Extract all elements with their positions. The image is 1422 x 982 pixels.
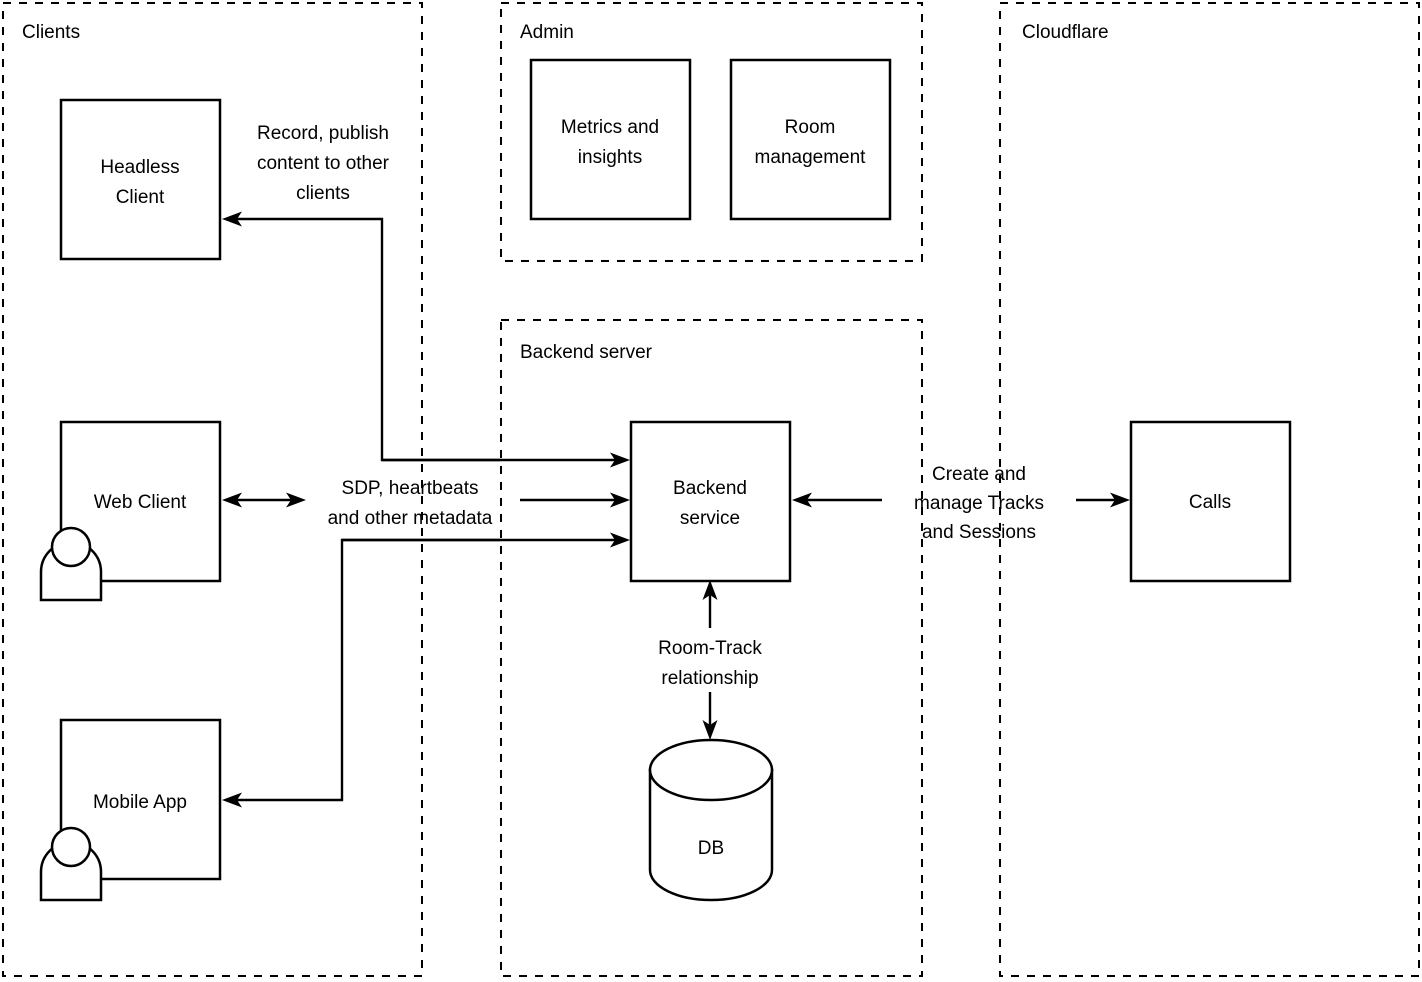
node-room-management[interactable] (729, 58, 892, 221)
node-label-metrics-insights-line2: insights (578, 147, 642, 168)
arrowhead-web-client-left (222, 492, 242, 508)
edge-label-record-publish-line3: clients (296, 183, 350, 204)
node-label-db: DB (698, 838, 724, 859)
container-backend-server[interactable] (500, 319, 923, 977)
edge-label-room-track-line2: relationship (661, 668, 758, 689)
node-headless-client[interactable] (59, 98, 222, 261)
node-metrics-insights[interactable] (529, 58, 692, 221)
arrowhead-to-backend-bottom (610, 532, 630, 548)
node-label-room-management-line2: management (755, 147, 867, 168)
arrowhead-db-down (702, 720, 718, 740)
arrowhead-web-client-right (286, 492, 306, 508)
node-label-backend-service-line1: Backend (673, 478, 747, 499)
arrowhead-to-backend-top (610, 452, 630, 468)
arrowhead-cloudflare-to-backend (792, 492, 812, 508)
node-label-metrics-insights-line1: Metrics and (561, 117, 659, 138)
edge-label-create-manage-line2: manage Tracks (914, 493, 1044, 514)
node-label-backend-service-line2: service (680, 508, 740, 529)
node-label-calls: Calls (1189, 492, 1231, 513)
edge-label-sdp-metadata-line2: and other metadata (328, 508, 493, 529)
edge-label-sdp-metadata-line1: SDP, heartbeats (342, 478, 479, 499)
arrowhead-record-publish (222, 211, 242, 227)
container-label-admin: Admin (520, 22, 574, 43)
arrowhead-mobile-app (222, 792, 242, 808)
connector-record-publish[interactable] (232, 217, 500, 462)
edge-label-record-publish-line1: Record, publish (257, 123, 389, 144)
edge-label-record-publish-line2: content to other (257, 153, 390, 174)
arrowhead-to-backend-mid (610, 492, 630, 508)
edge-label-room-track-line1: Room-Track (658, 638, 762, 659)
actor-icon-mobile-app (39, 826, 103, 902)
node-backend-service[interactable] (629, 420, 792, 583)
container-label-clients: Clients (22, 22, 80, 43)
connector-mobile-app[interactable] (232, 538, 500, 802)
node-label-headless-client-line1: Headless (100, 157, 179, 178)
node-calls[interactable] (1129, 420, 1292, 583)
node-db[interactable] (648, 738, 774, 902)
node-label-room-management-line1: Room (785, 117, 836, 138)
edge-label-create-manage-line3: and Sessions (922, 522, 1036, 543)
arrowhead-db-up (702, 580, 718, 600)
container-cloudflare[interactable] (999, 2, 1420, 977)
container-admin[interactable] (500, 2, 923, 262)
container-label-cloudflare: Cloudflare (1022, 22, 1109, 43)
actor-icon-web-client (39, 526, 103, 602)
node-label-mobile-app: Mobile App (93, 792, 187, 813)
container-clients[interactable] (2, 2, 423, 977)
edge-label-create-manage-line1: Create and (932, 464, 1026, 485)
arrowhead-to-calls (1110, 492, 1130, 508)
container-label-backend-server: Backend server (520, 342, 653, 363)
node-label-headless-client-line2: Client (116, 187, 165, 208)
node-label-web-client: Web Client (94, 492, 187, 513)
